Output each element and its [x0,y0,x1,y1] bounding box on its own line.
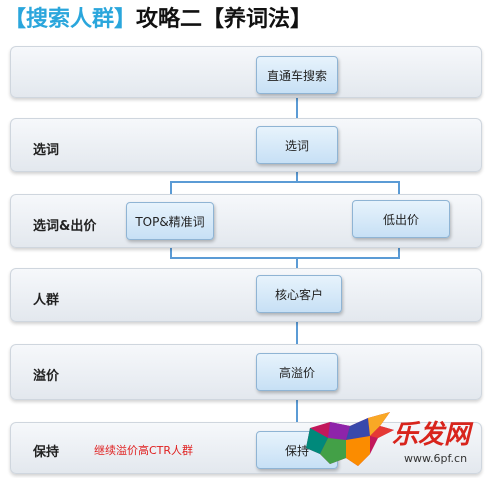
connector-split-horizontal [170,181,400,183]
band-search [10,46,482,98]
connector-split-left [170,181,172,203]
node-high-premium: 高溢价 [256,353,338,391]
connector-2-split [296,162,298,182]
band-select-words: 选词 [10,118,482,172]
node-through-train-search: 直通车搜索 [256,56,338,94]
connector-join-left [170,238,172,258]
connector-join-4 [296,257,298,275]
band-label: 保持 [33,445,60,460]
connector-5-6 [296,389,298,431]
band-audience: 人群 [10,268,482,322]
connector-split-right [398,181,400,203]
title-bracket-part: 【搜索人群】 [4,7,137,32]
connector-4-5 [296,311,298,353]
node-select-words: 选词 [256,126,338,164]
node-top-precise-words: TOP&精准词 [126,202,214,240]
connector-join-horizontal [170,257,400,259]
watermark-url: www.6pf.cn [404,452,468,465]
node-core-customers: 核心客户 [256,275,342,313]
connector-1-2 [296,90,298,126]
band-label: 选词&出价 [33,219,97,234]
band-label: 溢价 [33,369,60,384]
watermark-logo: 乐发网 www.6pf.cn [300,402,486,478]
node-low-bid: 低出价 [352,200,450,238]
band-label: 人群 [33,293,60,308]
page-title: 【搜索人群】攻略二【养词法】 [4,4,312,36]
band-maintain: 保持 [10,422,482,474]
watermark-brand: 乐发网 [392,420,471,450]
band-label: 选词 [33,143,60,158]
red-note: 继续溢价高CTR人群 [94,444,194,457]
bull-logo-icon [306,412,394,466]
band-premium: 溢价 [10,344,482,400]
title-main-part: 攻略二【养词法】 [136,7,313,32]
